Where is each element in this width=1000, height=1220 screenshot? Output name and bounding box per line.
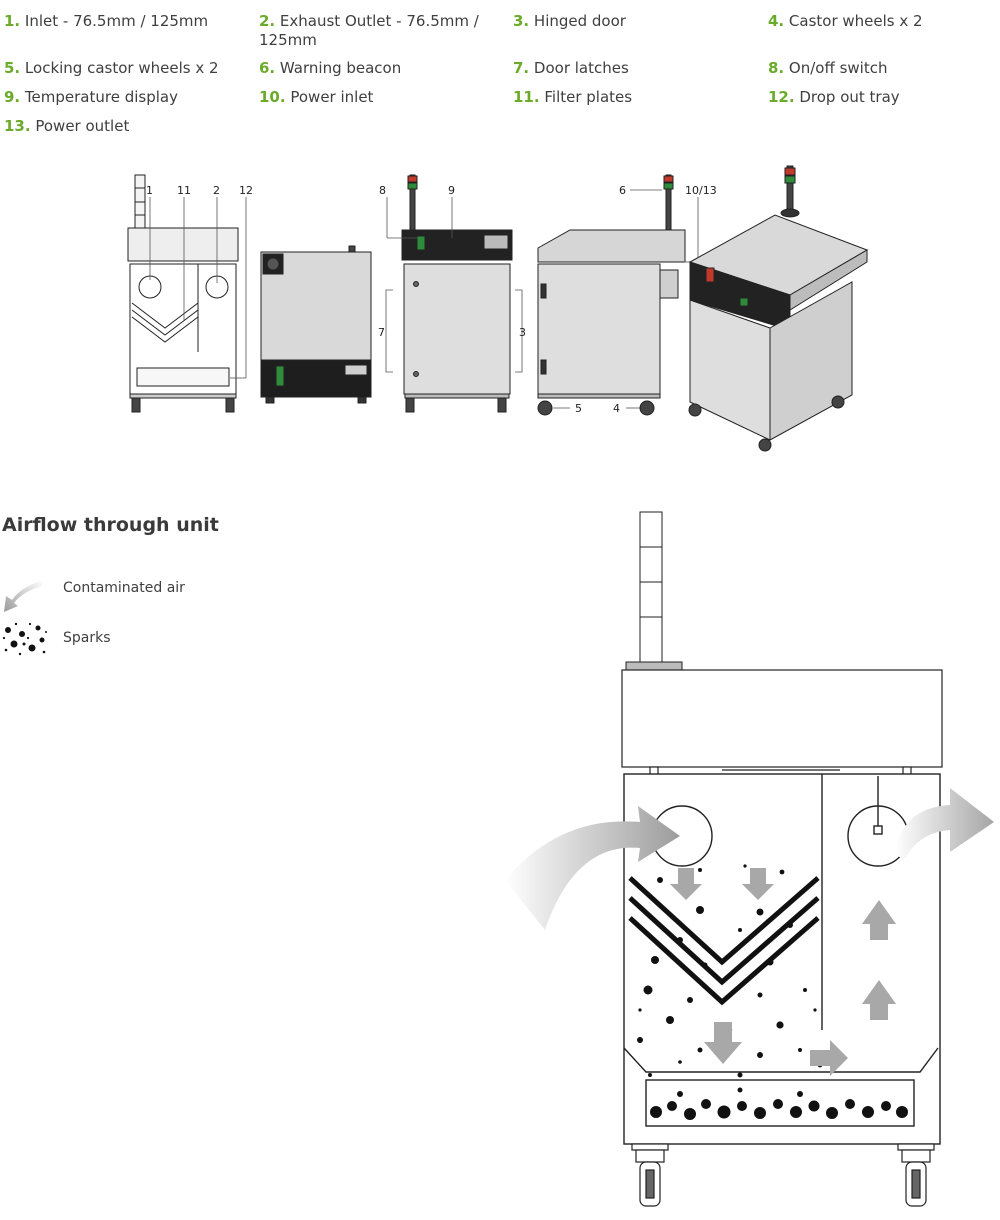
legend-item-power-inlet: 10. Power inlet xyxy=(259,88,374,106)
closed-view-callout-lines xyxy=(385,197,523,373)
legend-item-door-latches: 7. Door latches xyxy=(513,59,629,77)
sparks-cloud xyxy=(637,864,823,1078)
airflow-diagram xyxy=(505,511,994,1207)
legend-item-drop-out-tray: 12. Drop out tray xyxy=(768,88,900,106)
callout-5: 5 xyxy=(575,402,582,415)
callout-3: 3 xyxy=(519,326,526,339)
legend-item-power-outlet: 13. Power outlet xyxy=(4,117,130,135)
contaminated-air-key-icon xyxy=(4,580,42,612)
outgoing-air-arrow xyxy=(895,788,994,858)
callout-11: 11 xyxy=(177,184,191,197)
front-internal-view xyxy=(127,174,239,413)
component-legend: 1. Inlet - 76.5mm / 125mm 2. Exhaust Out… xyxy=(0,0,1000,150)
front-closed-view xyxy=(401,174,513,413)
isometric-view xyxy=(688,165,869,452)
internal-airflow-arrows xyxy=(670,868,896,1076)
legend-item-inlet: 1. Inlet - 76.5mm / 125mm xyxy=(4,12,209,30)
callout-4: 4 xyxy=(613,402,620,415)
callout-6: 6 xyxy=(619,184,626,197)
legend-item-exhaust-outlet: 2. Exhaust Outlet - 76.5mm / 125mm xyxy=(259,12,479,49)
callout-1: 1 xyxy=(146,184,153,197)
legend-item-temperature-display: 9. Temperature display xyxy=(4,88,178,106)
drop-out-tray-sparks xyxy=(650,1087,908,1120)
top-housing xyxy=(621,669,943,776)
legend-item-locking-castor-wheels: 5. Locking castor wheels x 2 xyxy=(4,59,219,77)
callout-8: 8 xyxy=(379,184,386,197)
castor-wheels xyxy=(631,1143,935,1207)
legend-item-on-off-switch: 8. On/off switch xyxy=(768,59,888,77)
contaminated-air-key-label: Contaminated air xyxy=(63,580,185,596)
filter-plates xyxy=(628,876,820,1006)
callout-7: 7 xyxy=(378,326,385,339)
sparks-key-icon xyxy=(2,622,47,656)
airflow-heading: Airflow through unit xyxy=(2,514,219,536)
callout-12: 12 xyxy=(239,184,253,197)
rear-view xyxy=(260,245,372,404)
legend-item-hinged-door: 3. Hinged door xyxy=(513,12,626,30)
callout-2: 2 xyxy=(213,184,220,197)
legend-item-filter-plates: 11. Filter plates xyxy=(513,88,633,106)
sparks-key-label: Sparks xyxy=(63,630,111,646)
callout-9: 9 xyxy=(448,184,455,197)
incoming-air-arrow xyxy=(505,806,680,930)
warning-beacon xyxy=(625,511,683,671)
side-view xyxy=(537,174,686,416)
legend-item-warning-beacon: 6. Warning beacon xyxy=(259,59,402,77)
legend-item-castor-wheels: 4. Castor wheels x 2 xyxy=(768,12,923,30)
front-view-callout-lines xyxy=(149,197,247,379)
callout-10-13: 10/13 xyxy=(685,184,717,197)
unit-views-illustration: 1 11 2 12 8 9 7 3 xyxy=(127,165,869,452)
